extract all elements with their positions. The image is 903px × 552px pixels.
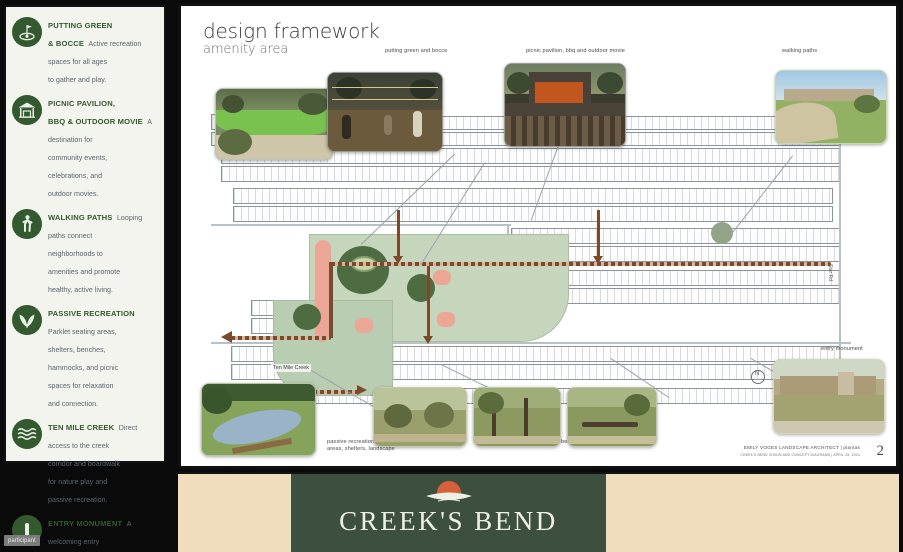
- map-label-star-road: Star Rd: [827, 264, 833, 281]
- walking-person-icon: [12, 209, 42, 239]
- legend-desc: A welcoming entry that establishes commu…: [48, 520, 132, 546]
- legend-title: WALKING PATHS: [48, 213, 113, 222]
- legend-title: TEN MILE CREEK: [48, 423, 115, 432]
- amenity-legend-sidebar: PUTTING GREEN & BOCCE Active recreation …: [4, 5, 166, 546]
- legend-item-walking-paths: WALKING PATHS Looping paths connect neig…: [12, 207, 158, 297]
- credit-architect: EMILY VOGES LANDSCAPE ARCHITECT | planta…: [743, 445, 860, 450]
- caption-walking-paths: walking paths: [782, 48, 818, 54]
- photo-entry-monument: [773, 359, 885, 434]
- golf-flag-icon: [12, 17, 42, 47]
- legend-title: ENTRY MONUMENT: [48, 519, 123, 528]
- presentation-slide: design framework amenity area: [178, 3, 899, 469]
- water-waves-icon: [12, 419, 42, 449]
- caption-picnic-pavilion: picnic pavilion, bbq and outdoor movie: [526, 48, 625, 54]
- legend-item-picnic-pavilion: PICNIC PAVILION, BBQ & OUTDOOR MOVIE A d…: [12, 93, 158, 201]
- page-number: 2: [876, 443, 885, 459]
- legend-title: PASSIVE RECREATION: [48, 309, 135, 318]
- legend-item-entry-monument: ENTRY MONUMENT A welcoming entry that es…: [12, 513, 158, 552]
- pavilion-icon: [12, 95, 42, 125]
- caption-putting-green: putting green and bocce: [385, 48, 448, 54]
- caption-entry-monument: entry monument: [821, 346, 863, 352]
- legend-desc: Looping paths connect neighborhoods to a…: [48, 214, 143, 294]
- brand-name: CREEK'S BEND: [339, 506, 558, 536]
- legend-title: PICNIC PAVILION, BBQ & OUTDOOR MOVIE: [48, 99, 143, 126]
- legend-desc: Parklet seating areas, shelters, benches…: [48, 328, 119, 408]
- photo-creek-boardwalk: [201, 383, 316, 456]
- bottom-banner: CREEK'S BEND: [178, 472, 899, 552]
- photo-bocce-night: [327, 72, 443, 152]
- sun-landscape-logo-icon: [420, 480, 478, 504]
- slide-title: design framework: [203, 19, 380, 43]
- legend-item-ten-mile-creek: TEN MILE CREEK Direct access to the cree…: [12, 417, 158, 507]
- legend-title: PUTTING GREEN & BOCCE: [48, 21, 113, 48]
- photo-picnic-pavilion: [504, 63, 626, 147]
- leaf-icon: [12, 305, 42, 335]
- legend-item-passive-recreation: PASSIVE RECREATION Parklet seating areas…: [12, 303, 158, 411]
- map-label-creek: Ten Mile Creek: [271, 364, 311, 372]
- legend-desc: Active recreation spaces for all ages to…: [48, 40, 142, 84]
- slide-subtitle: amenity area: [203, 42, 289, 57]
- photo-walking-paths: [775, 70, 887, 144]
- legend-desc: Direct access to the creek corridor and …: [48, 424, 138, 504]
- brand-logo-block: CREEK'S BEND: [291, 474, 606, 552]
- photo-parklet-seating: [373, 387, 467, 447]
- legend-desc: A destination for community events, cele…: [48, 118, 152, 198]
- video-participant-chip[interactable]: participant: [4, 535, 40, 546]
- credit-document: CREEK'S BEND VISION AND CONCEPT DIAGRAMS…: [740, 453, 860, 457]
- photo-shelter-landscape: [473, 387, 561, 447]
- photo-benches-hammocks: [567, 387, 657, 447]
- photo-putting-green: [215, 88, 333, 160]
- legend-item-putting-green: PUTTING GREEN & BOCCE Active recreation …: [12, 15, 158, 87]
- north-arrow-icon: N: [755, 371, 760, 377]
